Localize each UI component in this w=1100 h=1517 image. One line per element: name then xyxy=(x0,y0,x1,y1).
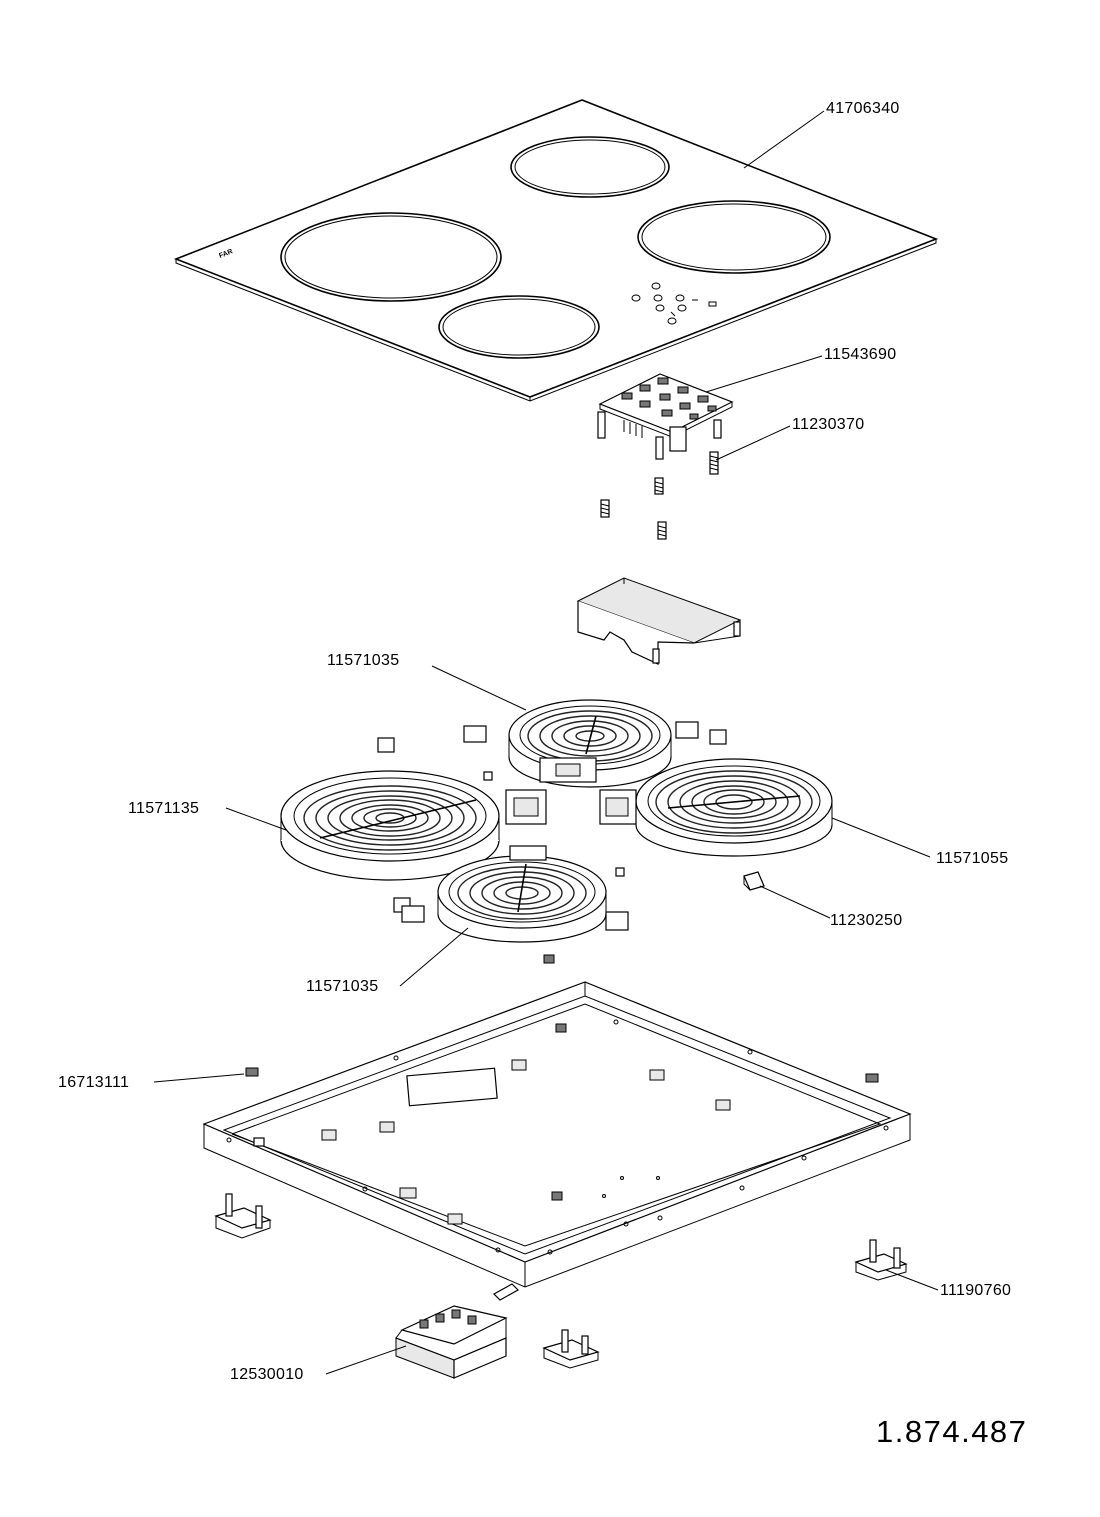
glass-top-panel: FAR xyxy=(173,99,939,402)
heating-element-rear xyxy=(508,699,672,788)
part-label-bracket: 16713111 xyxy=(58,1074,130,1091)
foot-left xyxy=(214,1193,272,1239)
spring xyxy=(654,477,664,495)
part-label-heater-front: 11571035 xyxy=(306,978,379,995)
mounting-clips xyxy=(377,721,765,964)
part-label-control-board: 11543690 xyxy=(824,346,897,363)
spring xyxy=(600,499,610,518)
document-number: 1.874.487 xyxy=(876,1414,1028,1449)
part-label-spring: 11230370 xyxy=(792,416,865,433)
glass-brand-marking: FAR xyxy=(218,248,234,260)
part-label-heater-rear: 11571035 xyxy=(327,652,400,669)
heating-element-front xyxy=(437,855,607,943)
spring xyxy=(657,521,667,540)
leader-lines xyxy=(153,110,939,1375)
part-label-clip: 11230250 xyxy=(830,912,903,929)
spring xyxy=(709,451,719,475)
thermostat-limiters xyxy=(505,757,637,861)
heating-element-left xyxy=(280,770,500,881)
springs xyxy=(600,451,719,540)
foot-bottom xyxy=(542,1329,600,1369)
foot-right xyxy=(854,1239,908,1281)
part-label-heater-left: 11571135 xyxy=(128,800,200,817)
part-label-terminal-block: 12530010 xyxy=(230,1366,304,1383)
clip-part xyxy=(743,871,765,891)
bottom-tray xyxy=(202,981,912,1288)
control-board xyxy=(597,373,734,460)
part-label-heater-right: 11571055 xyxy=(936,850,1009,867)
heat-shield-bracket xyxy=(576,577,742,665)
terminal-block xyxy=(395,1283,519,1379)
part-label-foot: 11190760 xyxy=(940,1282,1012,1299)
touch-control-symbols xyxy=(631,282,717,325)
heating-element-right xyxy=(635,758,833,857)
part-label-glass-top: 41706340 xyxy=(826,100,900,117)
